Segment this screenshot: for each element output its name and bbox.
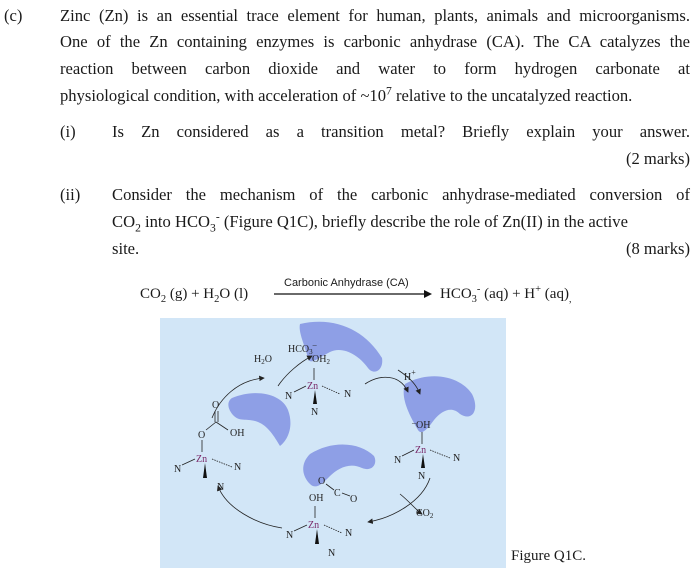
part-ii-marks: (8 marks): [625, 239, 690, 258]
enzyme-blob-top: [299, 321, 383, 372]
arrow-co2-in: [399, 493, 423, 515]
figure-caption: Figure Q1C.: [511, 548, 586, 564]
label-hydroxide-right: –OH: [411, 418, 430, 431]
n-top-c: N: [311, 407, 318, 418]
label-oh2: OH2: [312, 354, 330, 366]
arrow-top-to-right: [364, 376, 409, 393]
enzyme-blob-left: [228, 393, 291, 446]
o-co2-b: O: [350, 494, 357, 505]
part-ii-line-3: site.: [112, 239, 140, 258]
n-right-a: N: [394, 455, 401, 466]
equation-arrow: [274, 290, 432, 298]
arrow-proton-out: [397, 369, 421, 395]
part-ii-label: (ii): [60, 185, 81, 204]
arrow-bottom-to-left: [217, 485, 283, 529]
n-left-b: N: [234, 462, 241, 473]
label-hco3-released: HCO3–: [288, 340, 318, 356]
n-bottom-b: N: [345, 528, 352, 539]
n-bottom-a: N: [286, 530, 293, 541]
arrow-left-to-top: [211, 375, 265, 419]
enzyme-blob-bottom: [303, 444, 376, 487]
zn-left: Zn: [196, 454, 207, 465]
n-right-b: N: [453, 453, 460, 464]
part-i-label: (i): [60, 122, 76, 141]
zn-top: Zn: [307, 381, 318, 392]
equation-catalyst: Carbonic Anhydrase (CA): [284, 277, 409, 289]
figure-panel-background: [160, 318, 506, 568]
o-co2-a: O: [318, 476, 325, 487]
n-bottom-c: N: [328, 548, 335, 559]
part-c-line-2: One of the Zn containing enzymes is carb…: [60, 32, 690, 51]
oh-bottom: OH: [309, 493, 323, 504]
figure-q1c-diagram: H2O HCO3– OH2 Zn N N N H+ –OH Zn N N N C…: [160, 318, 506, 568]
label-co2-in: CO2: [416, 508, 434, 520]
arrow-right-to-bottom: [367, 477, 431, 524]
label-proton: H+: [404, 368, 416, 383]
n-top-b: N: [344, 389, 351, 400]
o-carbonyl: O: [212, 400, 219, 411]
equation-reactants: CO2 (g) + H2O (l): [140, 286, 249, 305]
o-bridge-left: O: [198, 430, 205, 441]
arrow-water-in: [277, 355, 313, 387]
part-ii-line-2: CO2 into HCO3- (Figure Q1C), briefly des…: [112, 210, 628, 235]
enzyme-blob-right: [403, 376, 476, 433]
oh-left: OH: [230, 428, 244, 439]
equation-products: HCO3- (aq) + H+ (aq),: [440, 284, 572, 305]
part-c-line-3: reaction between carbon dioxide and wate…: [60, 59, 690, 78]
part-c-label: (c): [4, 6, 23, 25]
part-i-question: Is Zn considered as a transition metal? …: [112, 122, 690, 141]
zn-right: Zn: [415, 445, 426, 456]
part-c-line-4: physiological condition, with accelerati…: [60, 84, 633, 105]
c-co2: C: [334, 488, 341, 499]
part-ii-line-1: Consider the mechanism of the carbonic a…: [112, 185, 690, 204]
label-h2o: H2O: [254, 354, 272, 366]
part-i-marks: (2 marks): [625, 149, 690, 168]
part-c-line-1: Zinc (Zn) is an essential trace element …: [60, 6, 690, 25]
n-left-c: N: [217, 482, 224, 493]
n-left-a: N: [174, 464, 181, 475]
n-right-c: N: [418, 471, 425, 482]
n-top-a: N: [285, 391, 292, 402]
zn-bottom: Zn: [308, 520, 319, 531]
